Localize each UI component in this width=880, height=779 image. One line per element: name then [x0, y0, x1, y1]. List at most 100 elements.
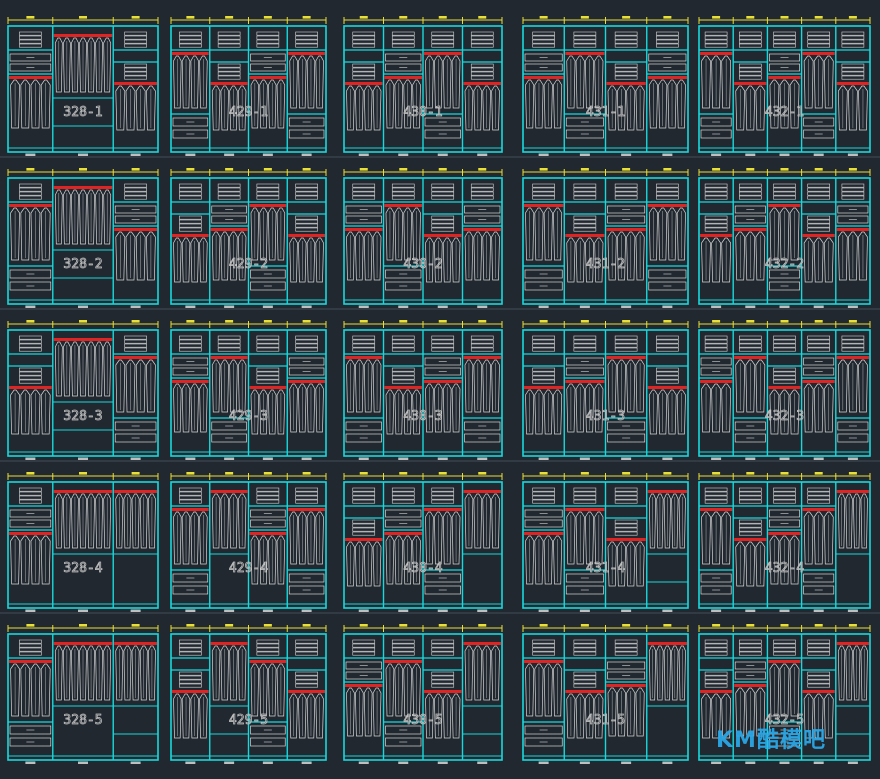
- dimension-value: [131, 168, 140, 171]
- folded-clothes: [179, 495, 202, 500]
- folded-clothes: [773, 487, 796, 492]
- garment-outline: [755, 359, 766, 413]
- folded-clothes: [841, 343, 865, 348]
- folded-clothes: [352, 527, 376, 532]
- dimension-value: [746, 168, 755, 171]
- folded-clothes: [614, 343, 638, 348]
- folded-clothes: [573, 683, 597, 688]
- hanging-rail: [345, 684, 383, 687]
- folded-clothes: [738, 63, 762, 68]
- folded-clothes: [295, 215, 318, 220]
- folded-clothes: [295, 639, 318, 644]
- folded-clothes: [124, 183, 147, 188]
- drawer: [565, 129, 604, 139]
- garment-outline: [813, 693, 824, 739]
- dimension-value: [814, 624, 823, 627]
- drawer: [524, 737, 563, 747]
- dimension-value: [131, 472, 140, 475]
- garment-outline: [607, 359, 617, 413]
- wardrobe-elevation: 430-4: [343, 472, 503, 612]
- folded-clothes: [470, 187, 494, 192]
- column-label: [813, 761, 824, 764]
- folded-clothes: [352, 531, 376, 536]
- folded-clothes: [352, 39, 376, 44]
- garment-outline: [671, 645, 679, 701]
- garment-outline: [237, 493, 247, 549]
- drawer: [211, 205, 247, 214]
- folded-clothes: [807, 499, 831, 504]
- garment-outline: [211, 359, 221, 413]
- garment-outline: [566, 237, 576, 283]
- garment-outline: [259, 207, 268, 261]
- drawer: [424, 129, 461, 139]
- folded-clothes: [391, 371, 415, 376]
- garment-outline: [220, 359, 229, 413]
- garment-outline: [837, 231, 848, 281]
- folded-clothes: [256, 195, 280, 200]
- hanging-rail: [524, 532, 564, 535]
- garment-outline: [667, 79, 677, 129]
- garment-outline: [464, 645, 474, 701]
- drawer: [769, 519, 800, 528]
- hanging-rail: [606, 538, 646, 541]
- folded-clothes: [573, 219, 597, 224]
- column-label: [25, 609, 36, 612]
- dimension-value: [438, 16, 447, 19]
- garment-outline: [10, 79, 20, 129]
- folded-clothes: [573, 195, 597, 200]
- garment-outline: [823, 383, 834, 433]
- drawer: [424, 573, 461, 583]
- folded-clothes: [295, 191, 318, 196]
- folded-clothes: [573, 343, 597, 348]
- dimension-value: [848, 472, 857, 475]
- hanging-rail: [384, 532, 422, 535]
- dimension-value: [26, 472, 35, 475]
- folded-clothes: [738, 335, 762, 340]
- drawer: [288, 573, 325, 583]
- dimension-value: [263, 320, 272, 323]
- garment-outline: [298, 693, 307, 739]
- folded-clothes: [179, 343, 202, 348]
- folded-clothes: [656, 339, 679, 344]
- garment-outline: [745, 687, 756, 737]
- garment-outline: [525, 663, 535, 717]
- drawer: [607, 215, 646, 224]
- garment-outline: [676, 207, 686, 261]
- garment-outline: [237, 645, 247, 701]
- folded-clothes: [773, 347, 796, 352]
- garment-outline: [87, 189, 95, 245]
- wardrobe-frame: [7, 481, 159, 609]
- drawer: [607, 671, 646, 680]
- folded-clothes: [573, 487, 597, 492]
- dimension-value: [399, 320, 408, 323]
- dimension-value: [848, 168, 857, 171]
- garment-outline: [181, 55, 191, 109]
- hanging-rail: [172, 690, 209, 693]
- folded-clothes: [431, 31, 455, 36]
- garment-outline: [135, 85, 146, 131]
- drawer: [345, 215, 382, 224]
- garment-outline: [250, 207, 260, 261]
- hanging-rail: [114, 356, 157, 359]
- folded-clothes: [614, 643, 638, 648]
- garment-outline: [190, 693, 199, 739]
- folded-clothes: [532, 491, 555, 496]
- garment-outline: [711, 511, 721, 565]
- folded-clothes: [391, 35, 415, 40]
- garment-outline: [190, 383, 199, 433]
- garment-outline: [346, 541, 355, 587]
- column-label: [847, 609, 858, 612]
- drawer: [250, 519, 286, 528]
- drawer: [288, 585, 325, 595]
- folded-clothes: [431, 647, 455, 652]
- hanging-rail: [565, 52, 605, 55]
- column-label: [477, 153, 488, 156]
- folded-clothes: [431, 343, 455, 348]
- folded-clothes: [656, 195, 679, 200]
- garment-outline: [181, 383, 191, 433]
- column-label: [538, 153, 549, 156]
- folded-clothes: [19, 371, 42, 376]
- folded-clothes: [124, 63, 147, 68]
- hanging-rail: [836, 228, 869, 231]
- hanging-rail: [210, 490, 248, 493]
